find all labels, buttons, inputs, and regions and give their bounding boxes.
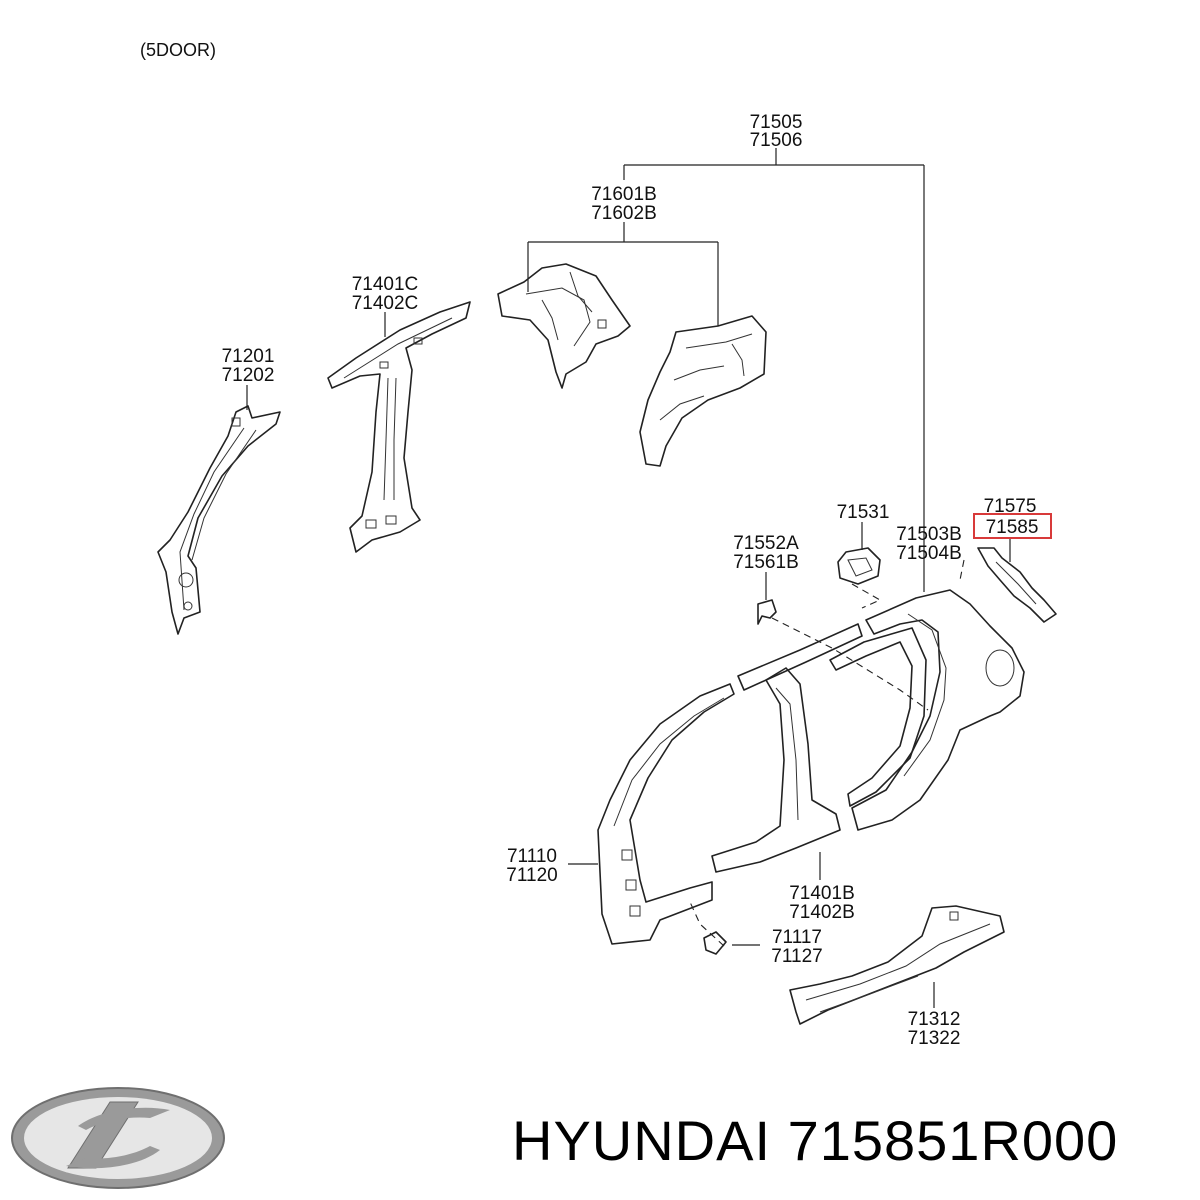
part-side-outer-panel [597, 589, 1025, 945]
callout-71322: 71322 [908, 1028, 961, 1049]
callout-71506: 71506 [750, 130, 803, 151]
callout-71504b: 71504B [896, 543, 962, 564]
highlight-box [973, 513, 1052, 539]
callout-71110: 71110 [507, 846, 557, 867]
part-71552a-clip [757, 599, 777, 625]
assembly-dashed-lines [689, 559, 965, 947]
callout-71127: 71127 [771, 946, 822, 967]
brand-part-number: HYUNDAI 715851R000 [512, 1109, 1119, 1172]
callout-71531: 71531 [837, 502, 890, 523]
part-71201-a-pillar-inner [157, 405, 281, 635]
callout-71202: 71202 [222, 365, 275, 386]
part-71601b-quarter-inner [639, 315, 767, 467]
hyundai-logo [11, 1087, 225, 1189]
callout-71401b: 71401B [789, 883, 855, 904]
callout-71561b: 71561B [733, 552, 799, 573]
part-71601b-rear-pillar-inner [497, 263, 631, 389]
part-71401c-center-pillar-inner [327, 301, 471, 553]
callout-71552a: 71552A [733, 533, 799, 554]
callout-71575: 71575 [984, 496, 1037, 517]
leader-lines [246, 148, 1011, 1008]
part-71117-bracket [703, 931, 727, 955]
callout-71117: 71117 [772, 927, 822, 948]
callout-71601b: 71601B [591, 184, 657, 205]
part-71312-side-sill [789, 905, 1005, 1025]
callout-71402b: 71402B [789, 902, 855, 923]
callout-71505: 71505 [750, 112, 803, 133]
callout-71602b: 71602B [591, 203, 657, 224]
callout-71201: 71201 [222, 346, 275, 367]
diagram-title: (5DOOR) [140, 40, 216, 60]
callout-71585: 71585 [986, 517, 1039, 538]
callout-71402c: 71402C [352, 293, 419, 314]
callout-71120: 71120 [506, 865, 557, 886]
callout-71312: 71312 [908, 1009, 961, 1030]
callout-71401c: 71401C [352, 274, 419, 295]
part-71585-bracket [977, 547, 1057, 623]
part-71531-bracket [837, 547, 881, 585]
callout-labels: 71505 71506 71601B 71602B 71401C 71402C … [222, 112, 1052, 1049]
callout-71503b: 71503B [896, 524, 962, 545]
